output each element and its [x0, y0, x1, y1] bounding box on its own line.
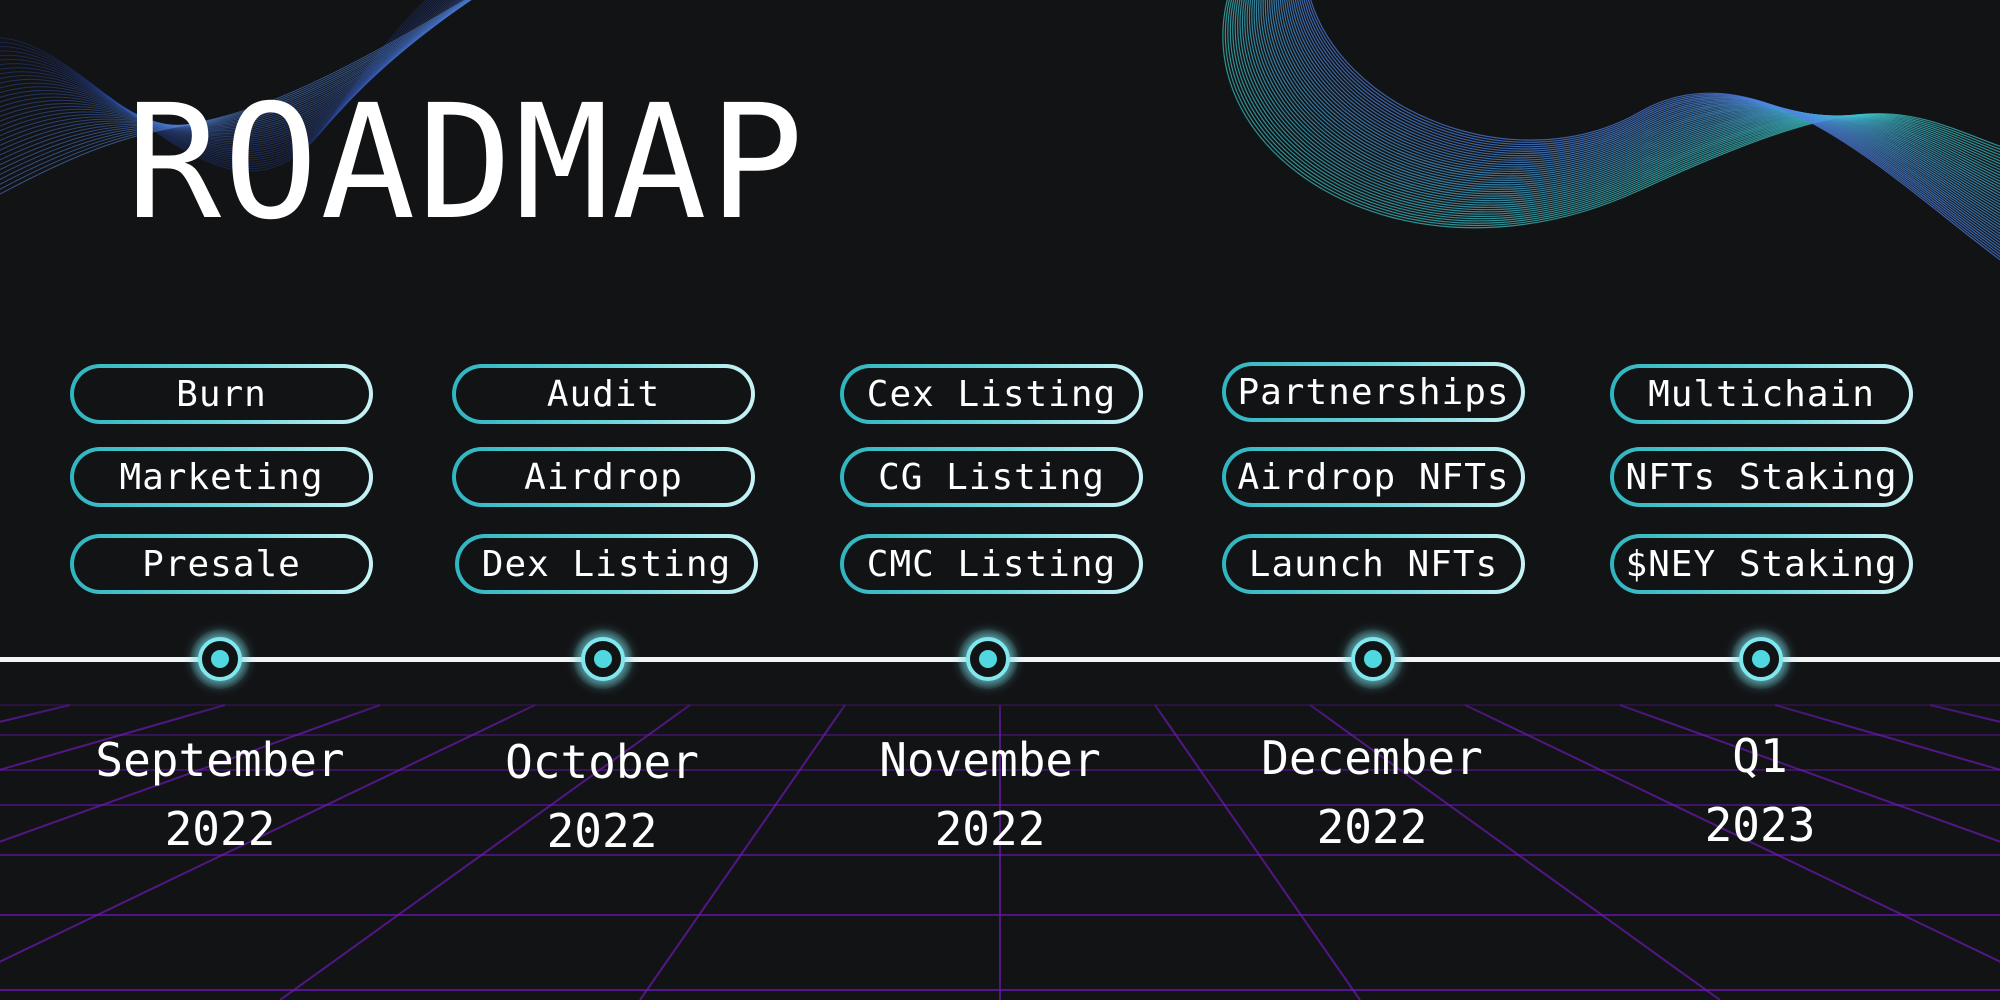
phase-october-2022: Audit Airdrop Dex Listing October 2022	[452, 0, 755, 1000]
milestone-ney-staking: $NEY Staking	[1610, 534, 1913, 594]
milestone-airdrop: Airdrop	[452, 447, 755, 507]
phase-date-month: October	[505, 735, 699, 789]
milestone-multichain: Multichain	[1610, 364, 1913, 424]
wave-pattern-right	[1222, 0, 2000, 261]
milestone-cex-listing: Cex Listing	[840, 364, 1143, 424]
timeline-node-icon	[573, 629, 633, 689]
phase-date-quarter: Q1	[1732, 729, 1788, 783]
timeline-node-icon	[1731, 629, 1791, 689]
timeline-node-icon	[958, 629, 1018, 689]
timeline-node-icon	[190, 629, 250, 689]
wave-pattern-left	[0, 0, 472, 195]
milestone-airdrop-nfts: Airdrop NFTs	[1222, 447, 1525, 507]
phase-q1-2023: Multichain NFTs Staking $NEY Staking Q1 …	[1610, 0, 1910, 1000]
milestone-cg-listing: CG Listing	[840, 447, 1143, 507]
phase-date-month: December	[1261, 731, 1483, 785]
phase-date-year: 2023	[1704, 798, 1816, 852]
milestone-audit: Audit	[452, 364, 755, 424]
phase-date-year: 2022	[546, 804, 658, 858]
milestone-dex-listing: Dex Listing	[455, 534, 758, 594]
timeline-node-icon	[1343, 629, 1403, 689]
milestone-marketing: Marketing	[70, 447, 373, 507]
phase-date-month: November	[879, 733, 1101, 787]
phase-november-2022: Cex Listing CG Listing CMC Listing Novem…	[840, 0, 1140, 1000]
milestone-presale: Presale	[70, 534, 373, 594]
milestone-cmc-listing: CMC Listing	[840, 534, 1143, 594]
milestone-partnerships: Partnerships	[1222, 362, 1525, 422]
phase-date-year: 2022	[1316, 800, 1428, 854]
phase-date-year: 2022	[164, 802, 276, 856]
phase-december-2022: Partnerships Airdrop NFTs Launch NFTs De…	[1222, 0, 1522, 1000]
milestone-burn: Burn	[70, 364, 373, 424]
phase-date-year: 2022	[934, 802, 1046, 856]
milestone-launch-nfts: Launch NFTs	[1222, 534, 1525, 594]
phase-date-month: September	[95, 733, 345, 787]
page-title: ROADMAP	[126, 71, 806, 255]
milestone-nfts-staking: NFTs Staking	[1610, 447, 1913, 507]
phase-september-2022: Burn Marketing Presale September 2022	[70, 0, 370, 1000]
